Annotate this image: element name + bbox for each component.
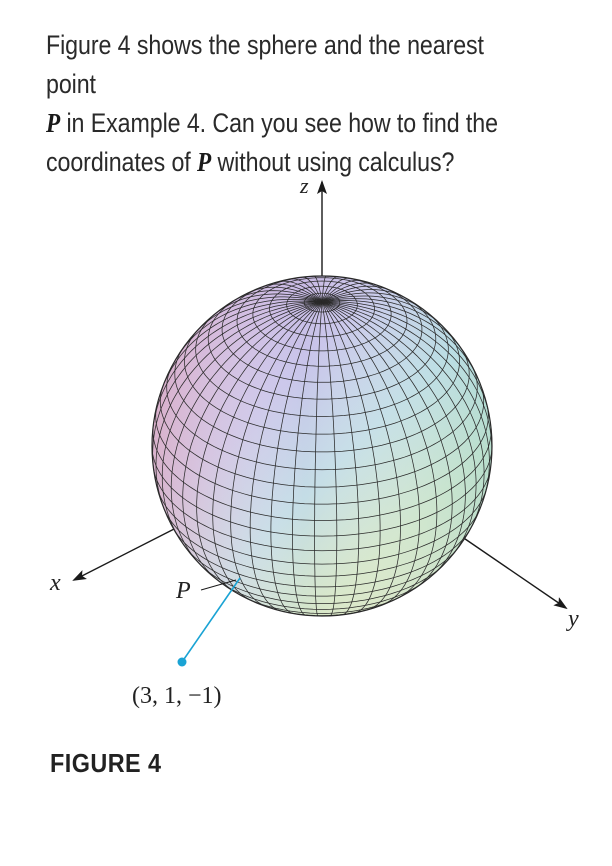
mesh-line [321, 301, 401, 610]
mesh-line [291, 278, 323, 303]
mesh-line [321, 300, 479, 379]
mesh-line [175, 298, 323, 359]
mesh-line [163, 508, 481, 577]
mesh-line [321, 301, 477, 559]
mesh-line [155, 406, 489, 505]
mesh-line [217, 579, 427, 610]
figure-caption-text: Figure 4 shows the sphere and the neares… [46, 26, 528, 182]
mesh-line [182, 301, 323, 582]
mesh-line [321, 301, 490, 501]
caption-line-2: P in Example 4. Can you see how to find … [46, 108, 498, 138]
mesh-line [321, 301, 485, 534]
mesh-line [321, 292, 423, 310]
mesh-line [321, 301, 491, 419]
mesh-line [212, 301, 323, 602]
external-point-dot [177, 657, 187, 667]
mesh-line [152, 301, 323, 474]
mesh-line [321, 277, 350, 302]
mesh-line [321, 279, 363, 303]
point-variable: P [197, 147, 212, 177]
point-coordinates-label: (3, 1, −1) [132, 683, 222, 709]
mesh-line [152, 445, 492, 537]
mesh-line [248, 286, 323, 303]
mesh-line [159, 383, 485, 488]
mesh-line [321, 301, 492, 461]
mesh-line [321, 285, 390, 303]
mesh-line [161, 301, 323, 542]
mesh-line [172, 527, 472, 588]
mesh-line [321, 298, 461, 348]
y-axis [451, 529, 568, 610]
mesh-line [155, 301, 323, 510]
mesh-line [321, 276, 338, 302]
mesh-line [302, 276, 323, 302]
mesh-line [185, 547, 459, 597]
mesh-line [321, 301, 466, 576]
mesh-line [314, 276, 323, 302]
mesh-line [174, 346, 470, 453]
figure-number-label: FIGURE 4 [50, 748, 162, 778]
point-variable: P [46, 108, 61, 138]
mesh-line [152, 301, 322, 433]
mesh-line [321, 301, 438, 600]
point-p-label: P [175, 578, 191, 604]
caption-line-3: coordinates of P without using calculus? [46, 147, 455, 177]
mesh-line [321, 295, 442, 325]
mesh-line [278, 280, 323, 303]
sphere-shading [152, 276, 492, 616]
mesh-line [321, 301, 338, 616]
x-axis-label: x [49, 570, 61, 596]
mesh-line [314, 301, 323, 616]
z-axis-label: z [299, 173, 309, 198]
mesh-line [321, 289, 407, 303]
mesh-line [321, 301, 453, 591]
y-axis-label: y [566, 606, 579, 632]
mesh-line [231, 290, 323, 303]
mesh-line [196, 301, 323, 593]
point-p-leader [200, 579, 237, 591]
mesh-line [321, 301, 381, 614]
mesh-line [321, 276, 327, 302]
mesh-line [170, 301, 323, 565]
mesh-line [321, 301, 420, 606]
mesh-line [230, 301, 323, 607]
mesh-line [194, 296, 323, 335]
mesh-line [200, 564, 444, 604]
mesh-line [270, 301, 323, 614]
caption-line-1: Figure 4 shows the sphere and the neares… [46, 30, 484, 99]
mesh-line [156, 488, 488, 565]
sphere-mesh [152, 276, 492, 616]
nearest-point-segment [181, 577, 241, 663]
mesh-line [321, 301, 360, 616]
mesh-line [240, 594, 404, 614]
mesh-line [166, 364, 478, 471]
mesh-line [264, 283, 323, 303]
mesh-line [249, 301, 323, 611]
mesh-line [292, 301, 323, 616]
x-axis [72, 525, 181, 581]
mesh-line [321, 282, 376, 303]
mesh-line [160, 300, 323, 392]
mesh-line [215, 293, 323, 314]
